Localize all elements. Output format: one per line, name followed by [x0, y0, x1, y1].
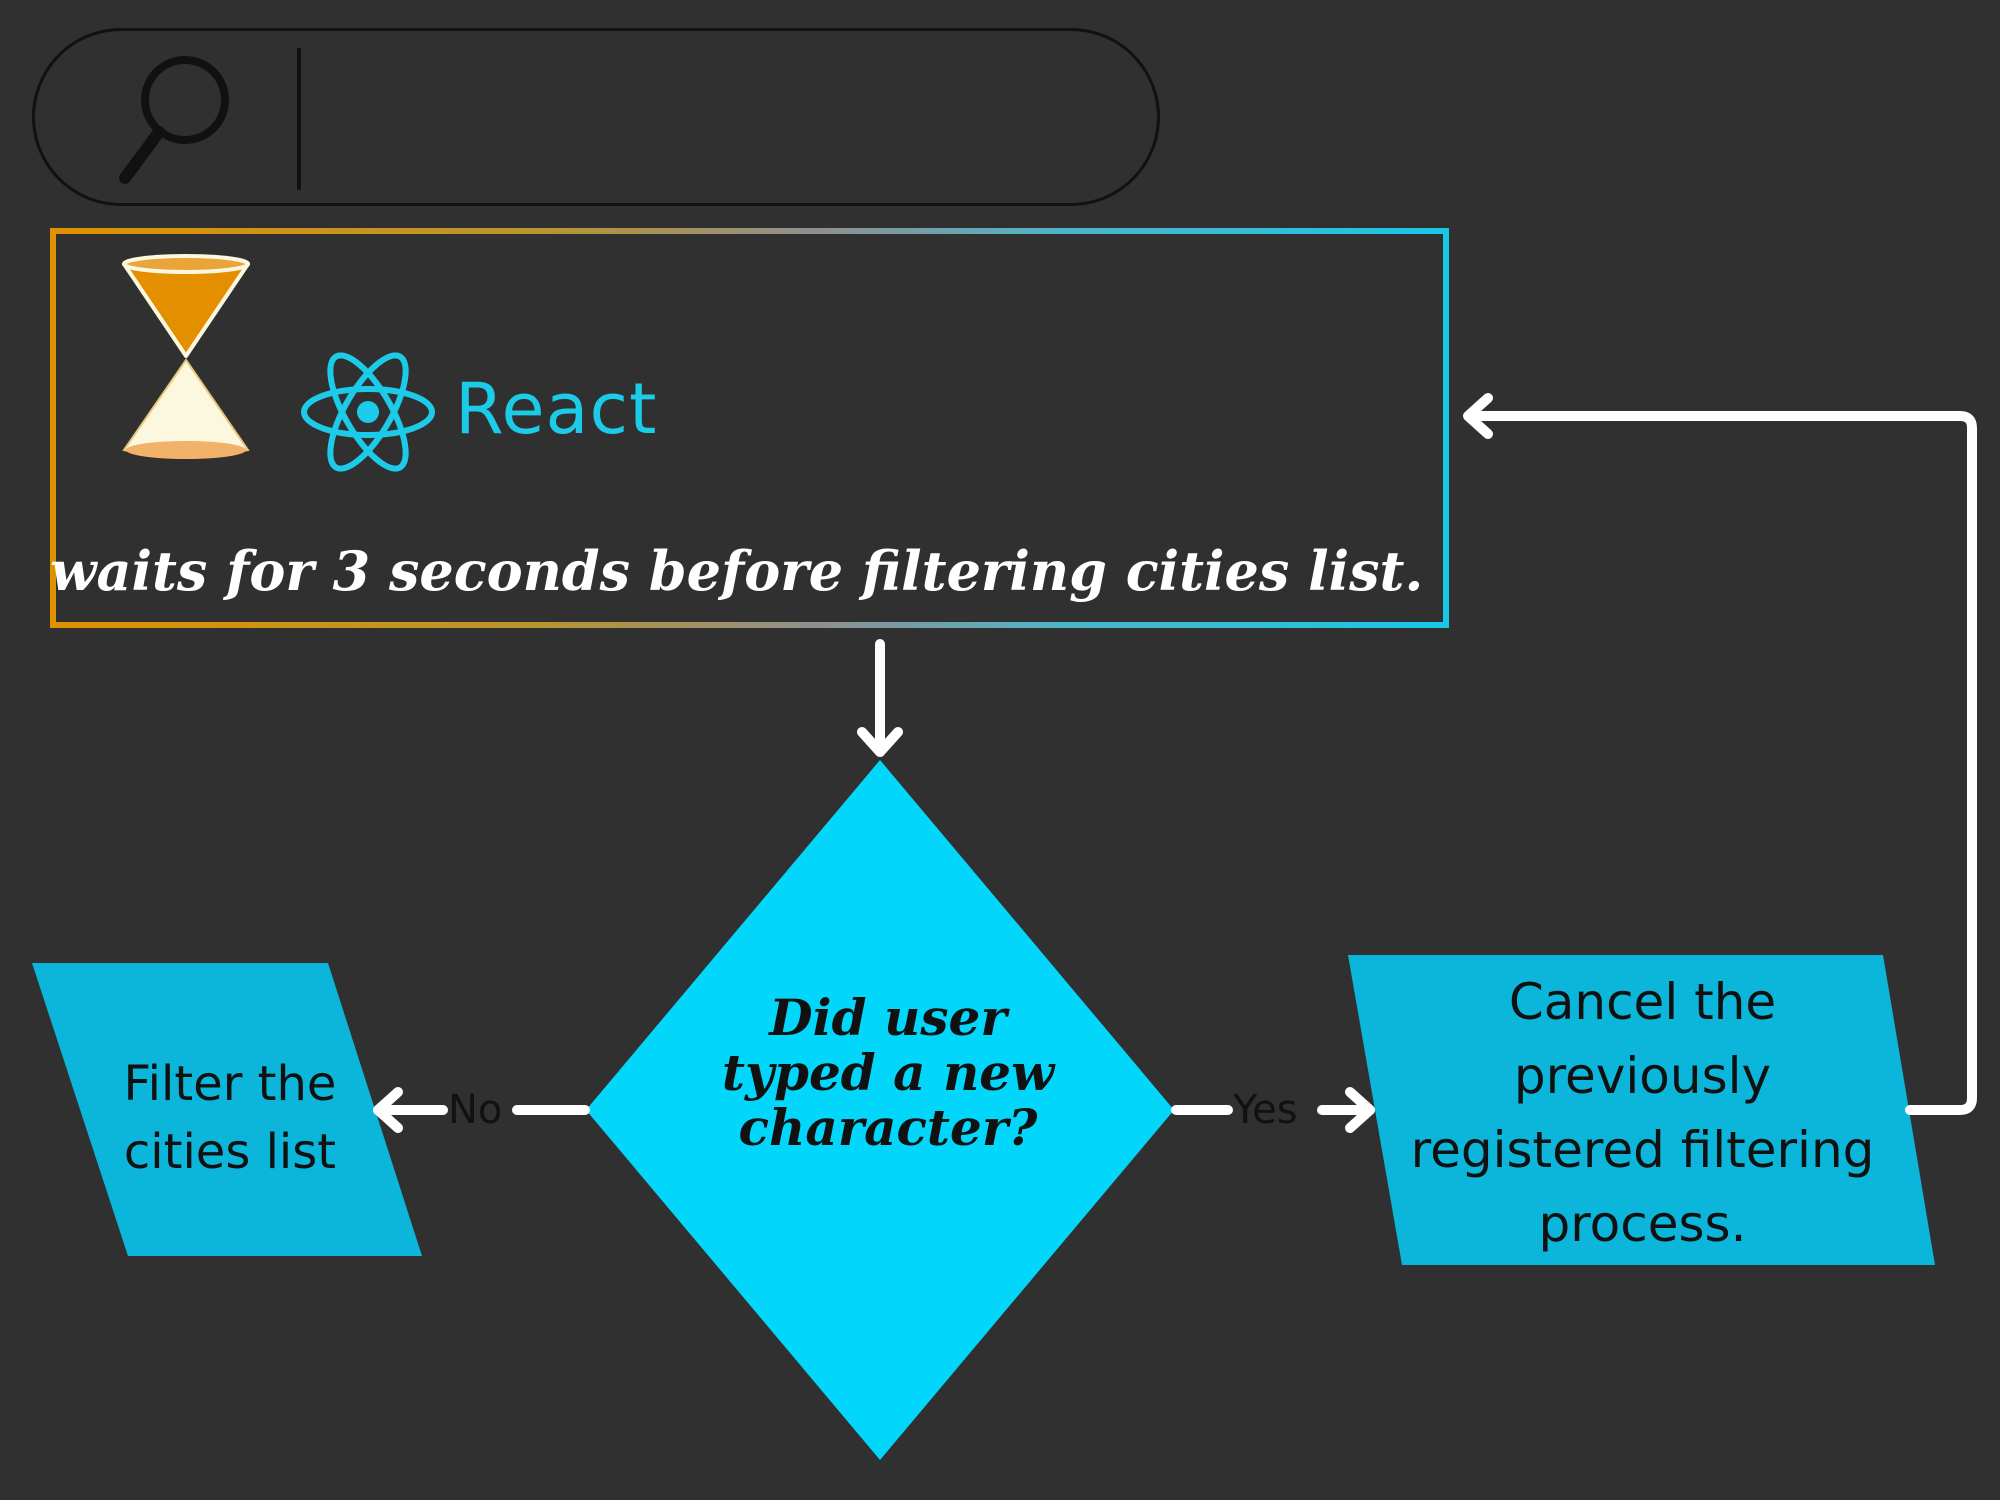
filter-label: Filter the cities list [123, 1056, 337, 1180]
arrow-loop [1463, 393, 1977, 1115]
edge-label-yes: Yes [1233, 1087, 1298, 1133]
arrow-yes [1171, 1087, 1375, 1133]
react-label: React [455, 368, 658, 450]
cancel-label: Cancel the previously registered filteri… [1410, 973, 1875, 1253]
wait-box [50, 228, 1449, 628]
filter-box [32, 963, 422, 1256]
hourglass-icon [122, 254, 250, 459]
edge-label-no: No [448, 1087, 503, 1133]
search-icon [119, 56, 229, 184]
arrow-no [373, 1087, 590, 1133]
react-logo-icon [301, 352, 435, 472]
cancel-box [1348, 955, 1935, 1265]
search-bar[interactable] [32, 28, 1160, 206]
arrow-down [857, 639, 903, 757]
search-input[interactable] [298, 48, 1118, 188]
text-caret [297, 48, 301, 190]
wait-caption: waits for 3 seconds before filtering cit… [50, 539, 1424, 603]
decision-label: Did user typed a new character? [721, 988, 1055, 1157]
decision-diamond [586, 760, 1174, 1460]
